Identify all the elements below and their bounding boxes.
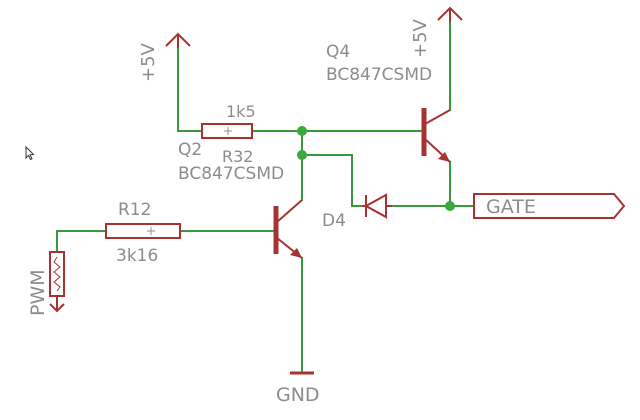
q2-value: BC847CSMD — [178, 164, 284, 184]
r32-value: 1k5 — [226, 102, 256, 121]
q4-name: Q4 — [326, 42, 350, 62]
arrow-cursor-icon — [25, 145, 35, 161]
q2-name: Q2 — [178, 140, 202, 160]
transistor-q2[interactable] — [273, 199, 303, 259]
junction-r32-q4 — [297, 126, 307, 136]
gate-net-label-text: GATE — [486, 196, 536, 218]
junction-q2-d4 — [297, 150, 307, 160]
gate-net-label[interactable] — [473, 193, 626, 219]
transistor-q4[interactable] — [421, 108, 451, 163]
d4-name: D4 — [322, 211, 346, 231]
diode-d4[interactable] — [362, 193, 392, 219]
r32-name: R32 — [222, 147, 253, 166]
q4-value: BC847CSMD — [326, 65, 432, 85]
supply-5v-right-label: +5V — [410, 18, 431, 58]
pwm-label: PWM — [27, 269, 49, 316]
wire-5v-left-to-r32[interactable] — [177, 43, 203, 132]
pwm-connector[interactable] — [49, 251, 65, 313]
r12-value: 3k16 — [116, 246, 158, 266]
wire-pwm-to-r12[interactable] — [56, 230, 107, 253]
supply-5v-left[interactable] — [165, 32, 191, 48]
resistor-r32[interactable] — [201, 123, 253, 139]
gnd-label: GND — [276, 384, 320, 406]
resistor-r12[interactable] — [105, 223, 181, 239]
supply-5v-left-label: +5V — [138, 42, 159, 82]
wire-junction-to-d4[interactable] — [301, 154, 363, 207]
supply-5v-right[interactable] — [437, 6, 463, 22]
wires — [56, 15, 475, 374]
r12-name: R12 — [118, 200, 151, 220]
junction-gate — [445, 201, 455, 211]
junctions — [297, 126, 455, 211]
